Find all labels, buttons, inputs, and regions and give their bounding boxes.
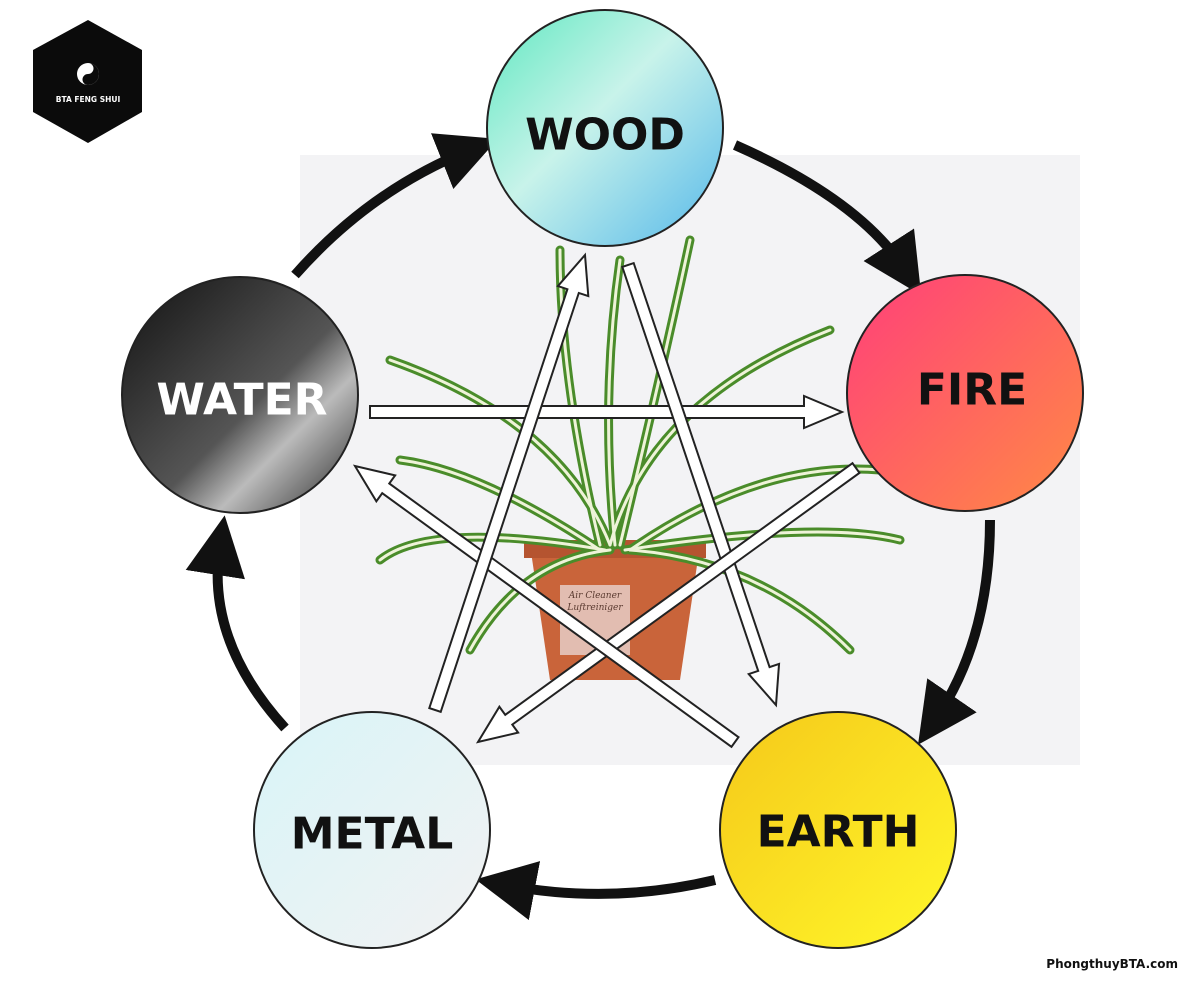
pot-label: Air Cleaner Luftreiniger [567, 591, 623, 613]
plant-leaves [375, 235, 905, 655]
wood-label: WOOD [525, 110, 685, 161]
element-metal: METAL [253, 711, 491, 949]
watermark: PhongthuyBTA.com [1046, 957, 1178, 971]
element-fire: FIRE [846, 274, 1084, 512]
element-wood: WOOD [486, 9, 724, 247]
controlling-cycle-arrows [352, 252, 861, 749]
arrow-fire-to-earth [918, 519, 995, 745]
earth-label: EARTH [757, 807, 920, 858]
arrow-earth-to-water [352, 464, 740, 749]
element-earth: EARTH [719, 711, 957, 949]
arrow-wood-to-earth [621, 261, 781, 708]
arrow-water-to-wood [291, 133, 498, 279]
arrow-metal-to-wood [428, 252, 590, 714]
arrow-earth-to-metal [475, 861, 717, 921]
arrow-wood-to-fire [732, 140, 922, 296]
element-water: WATER [121, 276, 359, 514]
bta-feng-shui-logo: BTA FENG SHUI [33, 20, 142, 143]
generating-cycle-arrows [185, 133, 995, 921]
logo-text: BTA FENG SHUI [56, 95, 121, 104]
arrow-fire-to-metal [475, 461, 861, 744]
metal-label: METAL [291, 809, 454, 860]
arrow-metal-to-water [185, 515, 289, 732]
arrow-water-to-fire [369, 394, 845, 430]
water-label: WATER [156, 375, 327, 426]
fire-label: FIRE [917, 365, 1027, 416]
